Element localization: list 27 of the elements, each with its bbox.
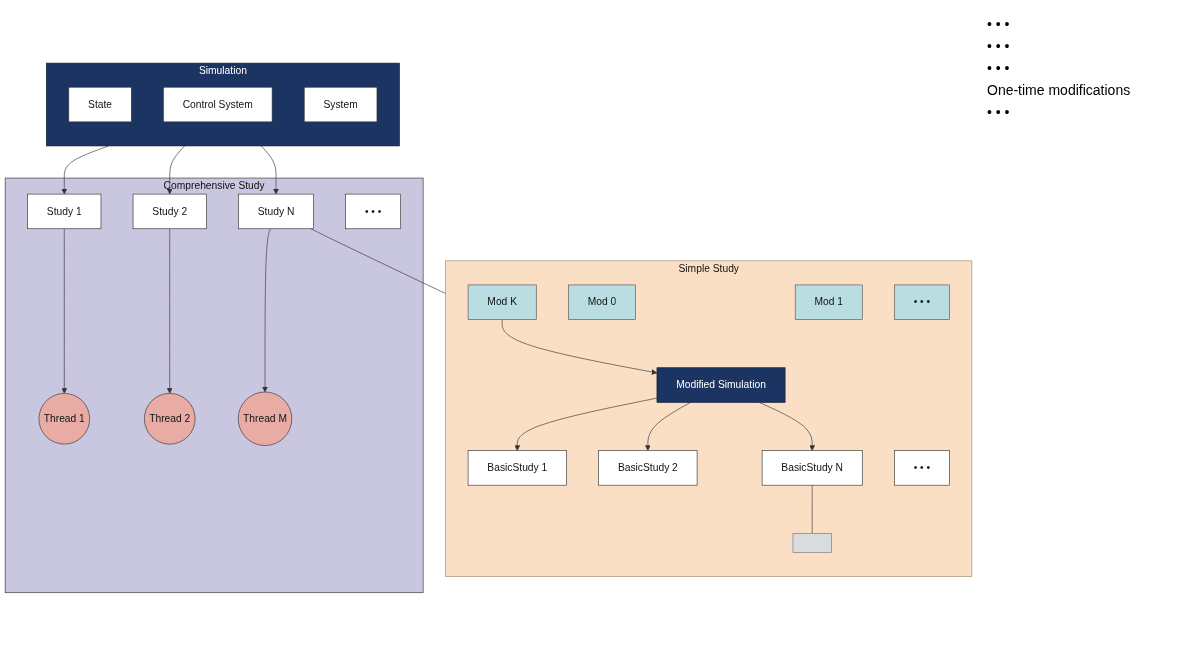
note-label: • • • (987, 38, 1011, 54)
node-box: Study 1 (27, 193, 102, 229)
node-box: Mod 0 (568, 284, 636, 320)
node-box (792, 532, 832, 553)
node-box: • • • (345, 193, 401, 229)
note-label: • • • (987, 60, 1011, 76)
node-box: System (303, 86, 378, 122)
node-box: Mod K (467, 284, 537, 320)
note-label: One-time modifications (987, 82, 1132, 98)
node-box: Study 2 (132, 193, 207, 229)
node-box: State (68, 86, 132, 122)
node-box: Control System (163, 86, 273, 122)
connector (811, 484, 813, 534)
node-box: BasicStudy 1 (467, 449, 567, 486)
node-circle: Thread 1 (38, 392, 90, 444)
node-box: BasicStudy 2 (598, 449, 698, 486)
note-label: • • • (987, 16, 1011, 32)
node-circle: Thread M (237, 391, 293, 446)
node-circle: Thread 2 (144, 392, 196, 444)
node-box: • • • (894, 284, 950, 320)
connector (310, 228, 446, 294)
node-box: Modified Simulation (656, 366, 786, 403)
node-box: Mod 1 (794, 284, 863, 320)
node-box: Study N (238, 193, 314, 229)
note-label: • • • (987, 104, 1011, 120)
node-box: BasicStudy N (761, 449, 863, 486)
node-box: • • • (894, 449, 950, 486)
